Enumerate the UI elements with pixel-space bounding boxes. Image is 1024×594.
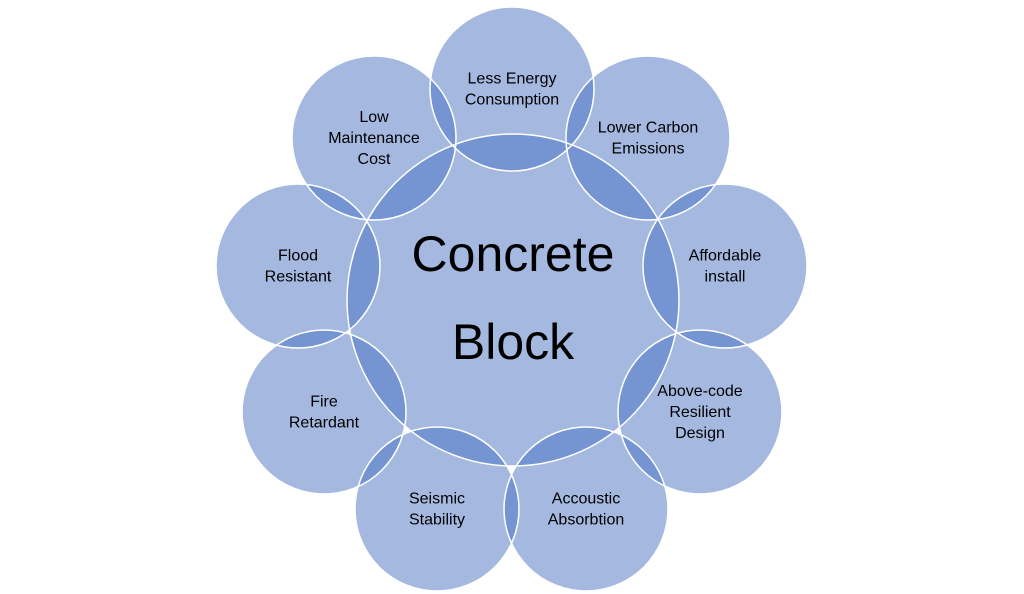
- satellite-label-low-maintenance-cost-line: Low: [359, 109, 389, 126]
- center-label-line: Concrete: [412, 226, 615, 282]
- satellite-label-flood-resistant-line: Resistant: [265, 269, 332, 286]
- satellite-label-above-code-resilient-design-line: Design: [675, 425, 725, 442]
- satellite-label-affordable-install: Affordable install: [689, 248, 762, 286]
- satellite-label-fire-retardant-line: Retardant: [289, 415, 360, 432]
- satellite-outline: [354, 426, 520, 592]
- satellite-outline: [215, 183, 381, 349]
- satellite-label-lower-carbon-emissions-line: Lower Carbon: [598, 120, 699, 137]
- satellite-outline: [503, 426, 669, 592]
- satellite-circle-less-energy-consumption: [430, 7, 594, 171]
- satellite-label-seismic-stability-line: Seismic: [409, 491, 465, 508]
- satellite-label-above-code-resilient-design-line: Resilient: [669, 404, 731, 421]
- satellite-outline: [565, 55, 731, 221]
- satellite-outline: [291, 55, 457, 221]
- satellite-label-seismic-stability-line: Stability: [409, 512, 465, 529]
- satellite-label-flood-resistant-line: Flood: [278, 248, 318, 265]
- satellite-label-fire-retardant-line: Fire: [310, 394, 338, 411]
- satellite-circle-accoustic-absorbtion: [504, 427, 668, 591]
- satellite-outline: [241, 329, 407, 495]
- satellite-label-affordable-install-line: install: [705, 269, 746, 286]
- satellite-label-less-energy-consumption-line: Less Energy: [468, 71, 557, 88]
- satellite-label-low-maintenance-cost-line: Maintenance: [328, 130, 420, 147]
- satellite-label-above-code-resilient-design-line: Above-code: [657, 383, 742, 400]
- center-outline: [346, 133, 680, 467]
- center-label-line: Block: [452, 314, 575, 370]
- satellite-circle-flood-resistant: [216, 184, 380, 348]
- satellite-label-less-energy-consumption-line: Consumption: [465, 92, 559, 109]
- satellite-outline: [617, 329, 783, 495]
- center-circle: [347, 134, 679, 466]
- satellite-label-low-maintenance-cost-line: Cost: [358, 151, 391, 168]
- satellite-outline: [429, 6, 595, 172]
- satellite-label-accoustic-absorbtion-line: Absorbtion: [548, 512, 625, 529]
- satellite-outline: [642, 183, 808, 349]
- satellite-circle-seismic-stability: [355, 427, 519, 591]
- satellite-label-affordable-install-line: Affordable: [689, 248, 762, 265]
- satellite-label-lower-carbon-emissions-line: Emissions: [612, 141, 685, 158]
- satellite-label-accoustic-absorbtion-line: Accoustic: [552, 491, 620, 508]
- satellite-circle-affordable-install: [643, 184, 807, 348]
